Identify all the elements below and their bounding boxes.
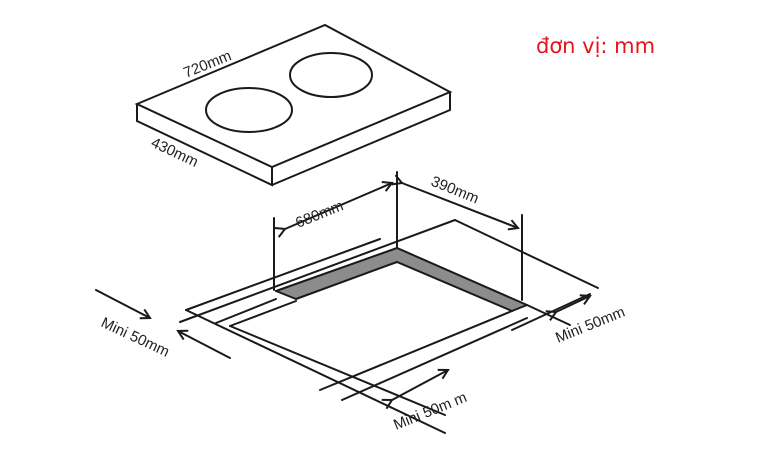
cooktop-front-edge xyxy=(136,103,273,187)
left-clearance-arrow-b xyxy=(178,331,231,359)
right-clearance-arrow xyxy=(556,296,590,312)
cutout-width-label: 680mm xyxy=(293,197,346,232)
burner-back-icon xyxy=(289,52,373,98)
front-clearance-arrow xyxy=(392,370,448,400)
cutout-depth-arrow xyxy=(402,183,518,228)
burner-front-icon xyxy=(205,87,293,133)
cutout-depth-label: 390mm xyxy=(429,173,482,208)
cooktop-drawing xyxy=(134,23,453,187)
countertop-drawing xyxy=(179,171,599,434)
cutout-shaded-area xyxy=(276,248,527,311)
unit-label: đơn vị: mm xyxy=(536,34,656,58)
cutout-width-arrow xyxy=(285,183,392,229)
left-clearance-arrow-a xyxy=(95,289,150,318)
left-clearance-label: Mini 50mm xyxy=(98,314,172,360)
cooktop-top-face xyxy=(134,23,453,169)
cooktop-width-label: 720mm xyxy=(181,47,234,82)
cooktop-side-edge xyxy=(271,91,451,186)
right-clearance-label: Mini 50mm xyxy=(553,303,627,346)
